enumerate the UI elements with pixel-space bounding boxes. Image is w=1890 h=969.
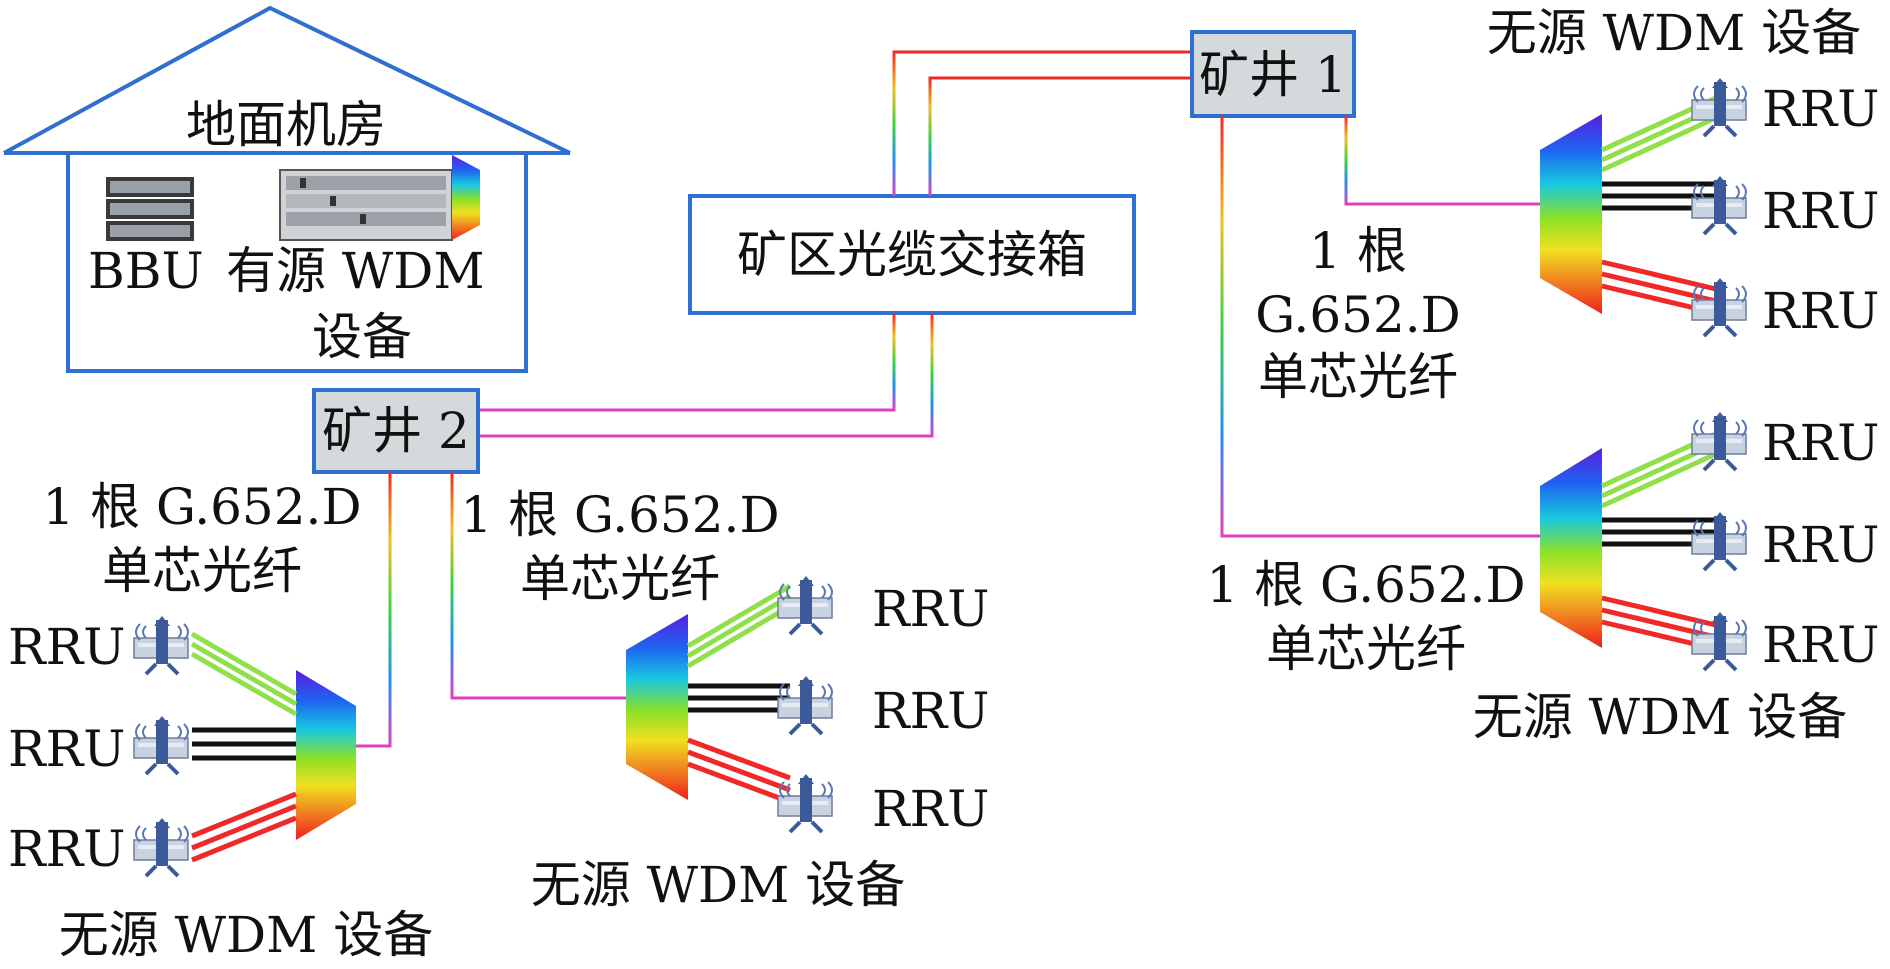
fiber-label-line2: 单芯光纤 xyxy=(520,550,720,608)
rru-label: RRU xyxy=(872,780,990,838)
fiber-box-to-shaft1 xyxy=(892,50,1192,196)
fiber-box-to-shaft2 xyxy=(478,313,934,438)
passive-wdm-right-top xyxy=(1540,93,1722,317)
fiber-label-line2: 单芯光纤 xyxy=(102,542,302,600)
cross-box xyxy=(688,194,1136,315)
rru-label: RRU xyxy=(1762,516,1880,574)
passive-wdm-label-middle: 无源 WDM 设备 xyxy=(530,856,906,914)
rru-label: RRU xyxy=(1762,80,1880,138)
rru-antenna-icon xyxy=(132,816,190,878)
fiber-shaft2-to-wdm xyxy=(356,472,626,748)
passive-wdm-middle xyxy=(626,583,792,805)
fiber-shaft1-to-wdm xyxy=(1220,116,1540,538)
bbu-label: BBU xyxy=(88,242,204,300)
rru-label: RRU xyxy=(1762,182,1880,240)
rru-label: RRU xyxy=(8,618,126,676)
rru-antenna-icon xyxy=(132,614,190,676)
passive-wdm-right-bottom xyxy=(1540,429,1722,653)
cross-box-label: 矿区光缆交接箱 xyxy=(737,226,1087,284)
rru-antenna-icon xyxy=(776,574,834,636)
rru-antenna-icon xyxy=(132,714,190,776)
passive-wdm-label-right-bottom: 无源 WDM 设备 xyxy=(1472,688,1848,746)
rru-label: RRU xyxy=(872,682,990,740)
rru-label: RRU xyxy=(8,820,126,878)
shaft1-box xyxy=(1190,30,1356,118)
rru-label: RRU xyxy=(1762,616,1880,674)
active-wdm-chassis-icon xyxy=(279,155,480,241)
passive-wdm-label-right-top: 无源 WDM 设备 xyxy=(1486,4,1862,62)
shaft2-box xyxy=(312,388,480,474)
fiber-label-type: G.652.D xyxy=(1255,286,1461,344)
rru-label: RRU xyxy=(1762,282,1880,340)
active-wdm-label: 有源 WDM xyxy=(226,242,485,300)
ground-room-house xyxy=(3,5,571,373)
passive-wdm-label-left: 无源 WDM 设备 xyxy=(58,906,434,964)
rru-antenna-icon xyxy=(776,772,834,834)
fiber-label-count: 1 根 xyxy=(1309,222,1407,280)
passive-wdm-left xyxy=(190,631,356,863)
fiber-bundle-room-to-box xyxy=(526,226,690,272)
rru-label: RRU xyxy=(8,720,126,778)
fiber-label-core: 单芯光纤 xyxy=(1258,348,1458,406)
fiber-label-line1: 1 根 G.652.D xyxy=(1206,556,1526,614)
shaft1-label: 矿井 1 xyxy=(1199,46,1347,104)
fiber-label-line2: 单芯光纤 xyxy=(1266,620,1466,678)
shaft2-label: 矿井 2 xyxy=(322,402,470,460)
active-wdm-label-line2: 设备 xyxy=(312,308,412,366)
ground-room-label: 地面机房 xyxy=(186,96,386,154)
fiber-label-line1: 1 根 G.652.D xyxy=(460,486,780,544)
rru-label: RRU xyxy=(872,580,990,638)
rru-label: RRU xyxy=(1762,414,1880,472)
fiber-label-line1: 1 根 G.652.D xyxy=(42,478,362,536)
bbu-device-icon xyxy=(106,177,194,241)
